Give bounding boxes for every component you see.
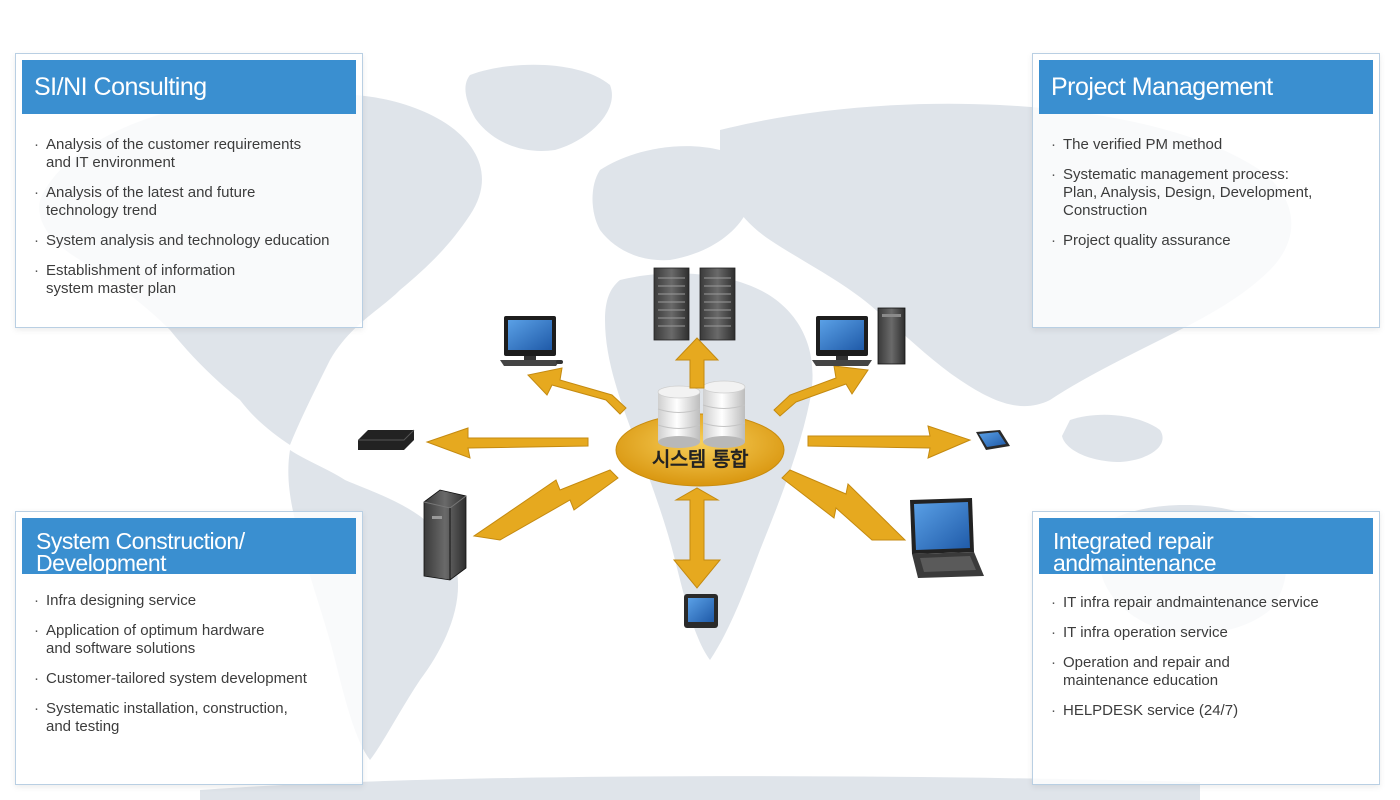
server-rack-icon xyxy=(653,267,736,341)
list-item: Analysis of the latest and future techno… xyxy=(34,184,344,220)
arrow-upper-left xyxy=(527,367,627,415)
list-item: Systematic installation, construction, a… xyxy=(34,700,344,736)
card-title: System Construction/ Development xyxy=(22,518,356,575)
list-item: Application of optimum hardware and soft… xyxy=(34,622,344,658)
desktop-tower-icon xyxy=(812,307,906,366)
tower-server-icon xyxy=(423,489,467,581)
tablet-icon xyxy=(976,430,1010,450)
network-switch-icon xyxy=(358,429,415,450)
list-item: Analysis of the customer requirements an… xyxy=(34,136,344,172)
hub-label: 시스템 통합 xyxy=(652,447,748,471)
card-project-management: Project Management The verified PM metho… xyxy=(1032,53,1380,328)
card-list: The verified PM method Systematic manage… xyxy=(1033,136,1379,262)
list-item: Systematic management process: Plan, Ana… xyxy=(1051,166,1361,220)
card-title: Integrated repair andmaintenance xyxy=(1039,518,1373,575)
arrow-right xyxy=(807,425,972,459)
card-list: IT infra repair andmaintenance service I… xyxy=(1033,594,1379,732)
card-title: Project Management xyxy=(1039,60,1373,114)
laptop-icon xyxy=(910,498,984,578)
arrow-lower-left xyxy=(472,469,619,541)
list-item: Operation and repair and maintenance edu… xyxy=(1051,654,1361,690)
list-item: Establishment of information system mast… xyxy=(34,262,344,298)
desktop-computer-icon xyxy=(500,316,563,366)
list-item: HELPDESK service (24/7) xyxy=(1051,702,1361,720)
card-integrated-repair: Integrated repair andmaintenance IT infr… xyxy=(1032,511,1380,785)
arrow-upper-right xyxy=(773,365,869,417)
list-item: Infra designing service xyxy=(34,592,344,610)
arrow-lower-right xyxy=(781,469,907,541)
arrow-up xyxy=(674,337,720,389)
list-item: System analysis and technology education xyxy=(34,232,344,250)
arrow-left xyxy=(425,427,589,459)
tablet-icon xyxy=(684,594,718,628)
card-si-ni-consulting: SI/NI Consulting Analysis of the custome… xyxy=(15,53,363,328)
list-item: The verified PM method xyxy=(1051,136,1361,154)
list-item: Project quality assurance xyxy=(1051,232,1361,250)
database-cylinders-icon xyxy=(657,380,746,448)
arrow-down xyxy=(672,487,722,589)
card-list: Infra designing service Application of o… xyxy=(16,592,362,748)
card-system-construction: System Construction/ Development Infra d… xyxy=(15,511,363,785)
list-item: IT infra operation service xyxy=(1051,624,1361,642)
list-item: IT infra repair andmaintenance service xyxy=(1051,594,1361,612)
card-list: Analysis of the customer requirements an… xyxy=(16,136,362,310)
card-title: SI/NI Consulting xyxy=(22,60,356,114)
list-item: Customer-tailored system development xyxy=(34,670,344,688)
